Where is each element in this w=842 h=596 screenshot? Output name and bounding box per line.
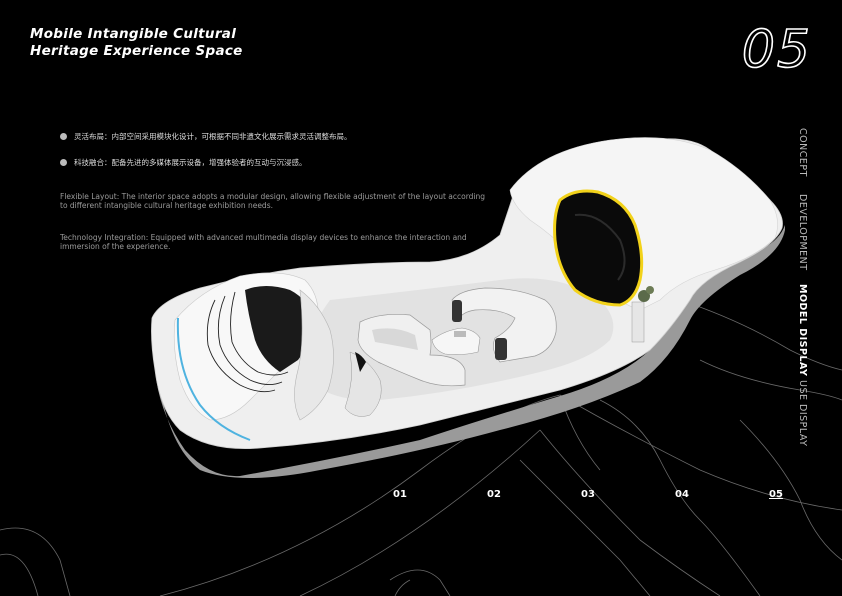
- paragraph-flexible-layout: Flexible Layout: The interior space adop…: [60, 192, 486, 210]
- bullet-item: 科技融合：配备先进的多媒体展示设备，增强体验者的互动与沉浸感。: [60, 156, 352, 169]
- title-line-2: Heritage Experience Space: [30, 43, 243, 59]
- page-link-02[interactable]: 02: [487, 489, 501, 500]
- page-link-04[interactable]: 04: [675, 489, 689, 500]
- bullet-list: 灵活布局：内部空间采用模块化设计，可根据不同非遗文化展示需求灵活调整布局。 科技…: [60, 130, 352, 182]
- nav-item-use-display[interactable]: USE DISPLAY: [797, 380, 808, 447]
- page-title: Mobile Intangible Cultural Heritage Expe…: [30, 26, 243, 60]
- background-wireframe: [0, 299, 842, 596]
- nav-item-development[interactable]: DEVELOPMENT: [797, 194, 808, 271]
- page-link-01[interactable]: 01: [393, 489, 407, 500]
- nav-item-concept[interactable]: CONCEPT: [797, 128, 808, 177]
- page-link-03[interactable]: 03: [581, 489, 595, 500]
- bullet-item: 灵活布局：内部空间采用模块化设计，可根据不同非遗文化展示需求灵活调整布局。: [60, 130, 352, 143]
- paragraph-technology-integration: Technology Integration: Equipped with ad…: [60, 233, 467, 251]
- nav-item-model-display[interactable]: MODEL DISPLAY: [797, 284, 808, 377]
- section-number: 05: [741, 20, 812, 80]
- model-body: [151, 137, 785, 478]
- title-line-1: Mobile Intangible Cultural: [30, 26, 237, 42]
- page-link-05[interactable]: 05: [769, 489, 783, 500]
